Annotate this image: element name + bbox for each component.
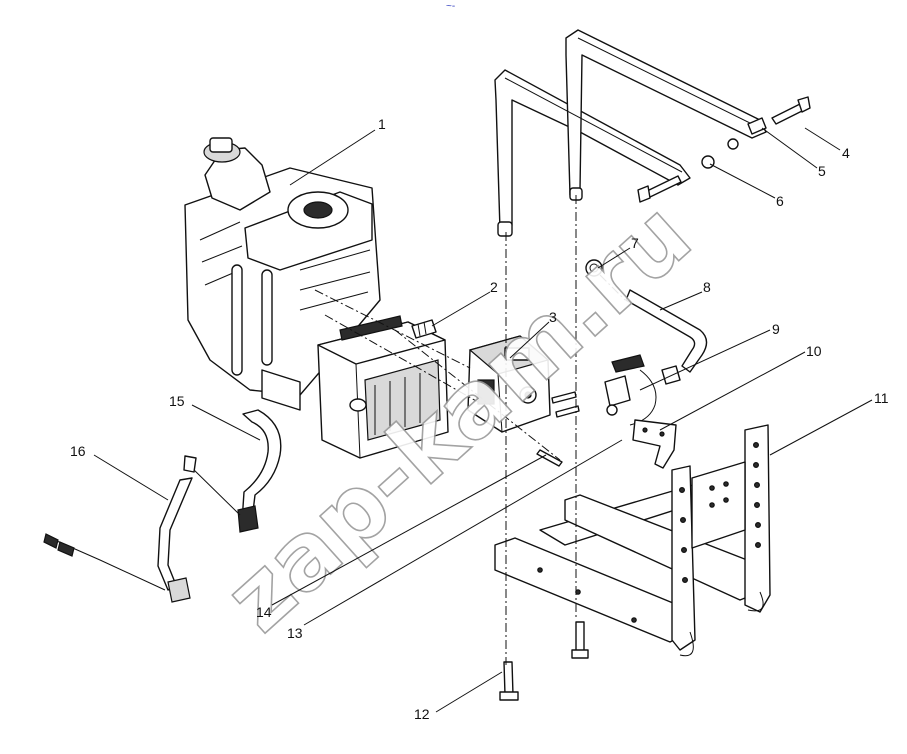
callout-6: 6 [776,193,784,209]
callout-1: 1 [378,116,386,132]
heater-housing [317,315,449,459]
part-4-bolt [771,96,811,125]
part-2-fitting [411,319,437,339]
callout-11: 11 [874,390,889,406]
assembly-axes [314,195,626,665]
callout-4: 4 [842,145,850,161]
callout-2: 2 [490,279,498,295]
top-mark: ~- [446,1,455,12]
leader-lines [93,127,873,713]
part-8-hose [625,289,708,385]
callout-3: 3 [549,309,557,325]
part-10-bracket [632,419,677,469]
callout-13: 13 [287,625,303,641]
part-3-control-unit [467,335,551,433]
control-unit-bolts [536,391,580,467]
part-11-frame [494,424,771,657]
callout-15: 15 [169,393,185,409]
part-12-bolt [499,621,589,701]
callout-7: 7 [631,235,639,251]
callout-12: 12 [414,706,430,722]
callout-labels: 1 2 3 4 5 6 7 8 9 10 11 12 13 14 15 16 [70,116,889,722]
part-16-fuel-line [43,455,197,603]
callout-5: 5 [818,163,826,179]
part-9-valve-harness [604,354,657,426]
callout-8: 8 [703,279,711,295]
part-1-tank [184,137,381,411]
part-handle-frame [494,29,767,237]
callout-10: 10 [806,343,822,359]
part-5-spacer [747,117,767,135]
callout-9: 9 [772,321,780,337]
callout-16: 16 [70,443,86,459]
part-15-pipe [189,409,282,533]
callout-14: 14 [256,604,272,620]
frame-holes [537,442,761,623]
